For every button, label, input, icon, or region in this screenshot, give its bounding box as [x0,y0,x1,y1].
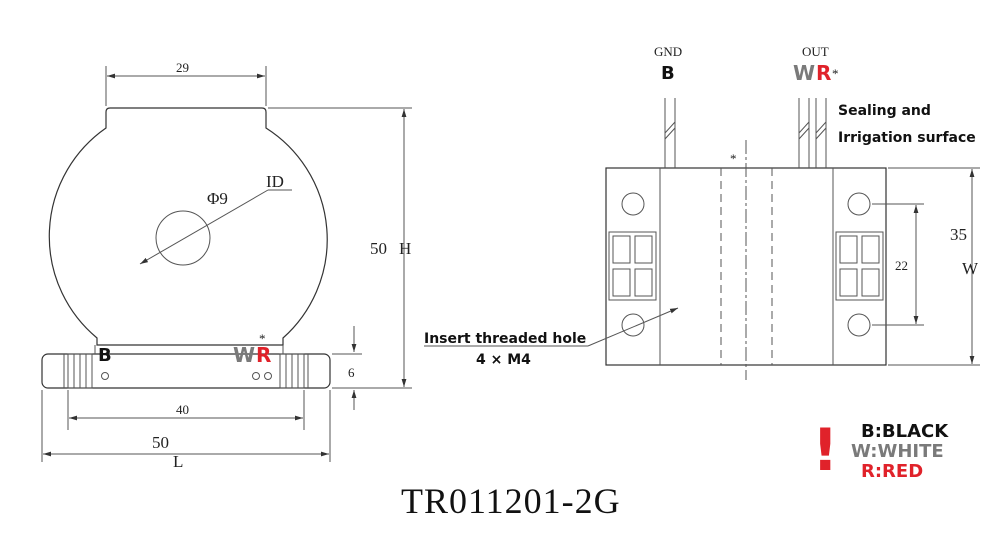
sealing-label-line1: Sealing and [838,103,931,119]
mount-hole-bottom-left [621,313,645,337]
sealing-label-line2: Irrigation surface [838,130,976,146]
side-terminal-b: B [661,63,675,84]
mount-hole-bottom-right [847,313,871,337]
id-hole [155,210,211,266]
mount-hole-top-right [847,192,871,216]
wire-out-w [798,98,810,168]
dim-base-height: 6 [348,365,355,380]
base-ribs-left [67,353,93,389]
terminal-hole-w [252,372,260,380]
legend-white: W:WHITE [851,441,944,462]
label-out: OUT [802,44,829,59]
id-label: ID [266,172,284,191]
insert-label-line1: Insert threaded hole [424,331,586,347]
dim-inner-width: 40 [176,402,189,417]
wire-gnd [664,98,676,168]
dim-height-label: H [399,239,411,258]
dim-depth: 35 [950,225,967,244]
front-view: Φ9 ID 29 50 H 6 40 50 L B W R * [41,60,412,471]
center-star: * [730,151,737,166]
transformer-body-outline [48,107,328,346]
terminal-hole-b [101,372,109,380]
dim-height: 50 [370,239,387,258]
terminal-label-b: B [98,345,112,366]
color-legend: ! B:BLACK W:WHITE R:RED [812,416,949,484]
dim-width: 50 [152,433,169,452]
terminal-star: * [259,331,266,346]
terminal-hole-r [264,372,272,380]
terminal-label-r: R [256,343,271,367]
id-diameter-dim: Φ9 [207,189,228,208]
warning-mark: ! [812,416,838,484]
dim-depth-label: W [962,259,979,278]
side-terminal-star: * [832,66,839,81]
terminal-label-w: W [233,343,255,367]
side-terminal-r: R [816,61,831,85]
model-title: TR011201-2G [401,481,621,521]
side-terminal-w: W [793,61,815,85]
base-ribs-right [279,353,305,389]
transformer-base [41,353,331,389]
dim-hole-spacing: 22 [895,258,908,273]
slot-left [608,231,657,301]
dim-width-label: L [173,452,183,471]
legend-black: B:BLACK [861,421,949,442]
side-view: * [424,44,980,380]
wire-out-r [815,98,827,168]
label-gnd: GND [654,44,682,59]
legend-red: R:RED [861,461,923,482]
slot-right [835,231,884,301]
mount-hole-top-left [621,192,645,216]
dim-top-width: 29 [176,60,189,75]
insert-label-line2: 4 × M4 [476,352,531,368]
